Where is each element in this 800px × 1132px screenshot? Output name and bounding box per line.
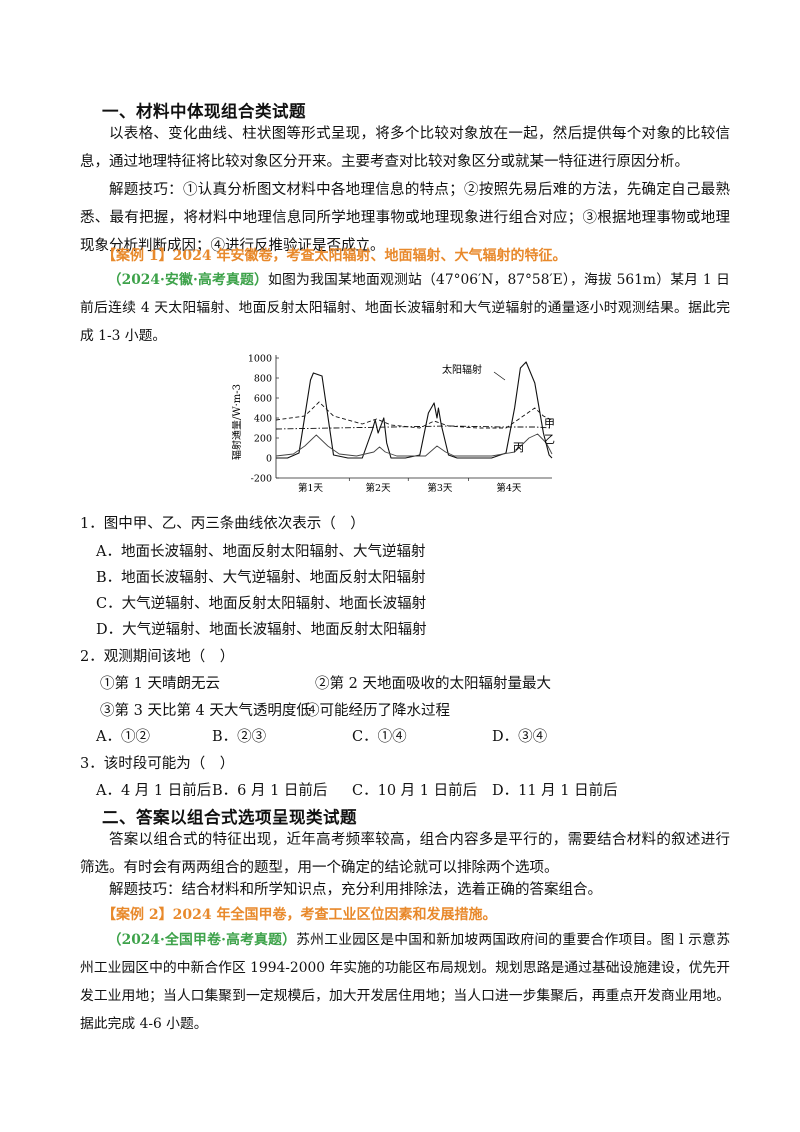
y-tick-label: 600 xyxy=(254,394,272,405)
chart-series xyxy=(275,361,553,459)
section2-title: 二、答案以组合式选项呈现类试题 xyxy=(102,808,357,827)
q2-statement-1: ①第 1 天晴朗无云 xyxy=(100,676,220,692)
case1-text: 如图为我国某地面观测站（47°06′N，87°58′E），海拔 561m）某月 … xyxy=(80,272,730,344)
q3-option-b[interactable]: B．6 月 1 日前后 xyxy=(212,783,328,799)
case1-material: （2024·安徽·高考真题）如图为我国某地面观测站（47°06′N，87°58′… xyxy=(80,266,730,350)
case1-label: 【案例 1】2024 年安徽卷，考查太阳辐射、地面辐射、大气辐射的特征。 xyxy=(102,248,567,264)
annotation-solar: 太阳辐射 xyxy=(442,363,482,376)
y-tick-label: 0 xyxy=(266,454,272,465)
series-line-2 xyxy=(275,401,553,429)
case2-label: 【案例 2】2024 年全国甲卷，考查工业区位因素和发展措施。 xyxy=(102,907,497,923)
x-category-label: 第2天 xyxy=(366,482,392,494)
y-tick-label: 200 xyxy=(254,434,272,445)
y-tick-label: 1000 xyxy=(248,354,272,365)
q2-option-a[interactable]: A．①② xyxy=(96,729,150,745)
annotation-jia: 甲 xyxy=(544,417,555,430)
x-category-label: 第1天 xyxy=(298,482,324,494)
q2-stem: 2．观测期间该地（ ） xyxy=(80,649,235,665)
series-line-1 xyxy=(276,361,553,459)
q3-option-d[interactable]: D．11 月 1 日前后 xyxy=(492,783,618,799)
q2-option-c[interactable]: C．①④ xyxy=(352,729,407,745)
y-tick-label: 400 xyxy=(254,414,272,425)
x-category-labels: 第1天 第2天 第3天 第4天 xyxy=(298,478,522,494)
q3-option-c[interactable]: C．10 月 1 日前后 xyxy=(352,783,478,799)
q2-statement-2: ②第 2 天地面吸收的太阳辐射量最大 xyxy=(315,676,551,692)
q1-stem: 1．图中甲、乙、丙三条曲线依次表示（ ） xyxy=(80,516,365,532)
case2-text: 苏州工业园区是中国和新加坡两国政府间的重要合作项目。图 l 示意苏州工业园区中的… xyxy=(80,932,730,1032)
q1-option-d[interactable]: D．大气逆辐射、地面长波辐射、地面反射太阳辐射 xyxy=(96,622,427,638)
q1-option-c[interactable]: C．大气逆辐射、地面反射太阳辐射、地面长波辐射 xyxy=(96,596,427,612)
y-tick-label: -200 xyxy=(251,474,272,485)
case2-material: （2024·全国甲卷·高考真题）苏州工业园区是中国和新加坡两国政府间的重要合作项… xyxy=(80,926,730,1038)
section1-tips: 解题技巧：①认真分析图文材料中各地理信息的特点；②按照先易后难的方法，先确定自己… xyxy=(80,182,730,254)
annotation-bing: 丙 xyxy=(513,441,524,454)
y-tick-label: 800 xyxy=(254,374,272,385)
series-line-4 xyxy=(275,433,553,457)
case1-source: （2024·安徽·高考真题） xyxy=(107,272,269,288)
series-line-3 xyxy=(275,425,553,430)
y-tick-labels: 1000 800 600 400 200 0 -200 xyxy=(248,354,279,485)
q3-option-a[interactable]: A．4 月 1 日前后 xyxy=(96,783,212,799)
q2-statement-3: ③第 3 天比第 4 天大气透明度低 xyxy=(100,703,311,719)
section1-title: 一、材料中体现组合类试题 xyxy=(102,102,306,121)
q1-option-a[interactable]: A．地面长波辐射、地面反射太阳辐射、大气逆辐射 xyxy=(96,544,426,560)
annotation-leader xyxy=(493,371,506,381)
case2-source: （2024·全国甲卷·高考真题） xyxy=(107,932,297,948)
section2-intro: 答案以组合式的特征出现，近年高考频率较高，组合内容多是平行的，需要结合材料的叙述… xyxy=(80,832,730,876)
x-category-label: 第3天 xyxy=(427,482,453,494)
q3-stem: 3．该时段可能为（ ） xyxy=(80,756,235,772)
chart-ylabel: 辐射通量/W·m-3 xyxy=(232,384,243,460)
q2-option-b[interactable]: B．②③ xyxy=(212,729,267,745)
q2-option-d[interactable]: D．③④ xyxy=(492,729,548,745)
x-category-label: 第4天 xyxy=(496,482,522,494)
annotation-yi: 乙 xyxy=(544,433,555,446)
q2-statement-4: ④可能经历了降水过程 xyxy=(305,703,450,719)
section1-intro: 以表格、变化曲线、柱状图等形式呈现，将多个比较对象放在一起，然后提供每个对象的比… xyxy=(80,126,730,170)
radiation-chart: 辐射通量/W·m-3 10008006004002000-200 第1天第2天第… xyxy=(232,354,555,495)
q1-option-b[interactable]: B．地面长波辐射、大气逆辐射、地面反射太阳辐射 xyxy=(96,570,426,586)
section2-tips: 解题技巧：结合材料和所学知识点，充分利用排除法，选着正确的答案组合。 xyxy=(109,882,602,898)
